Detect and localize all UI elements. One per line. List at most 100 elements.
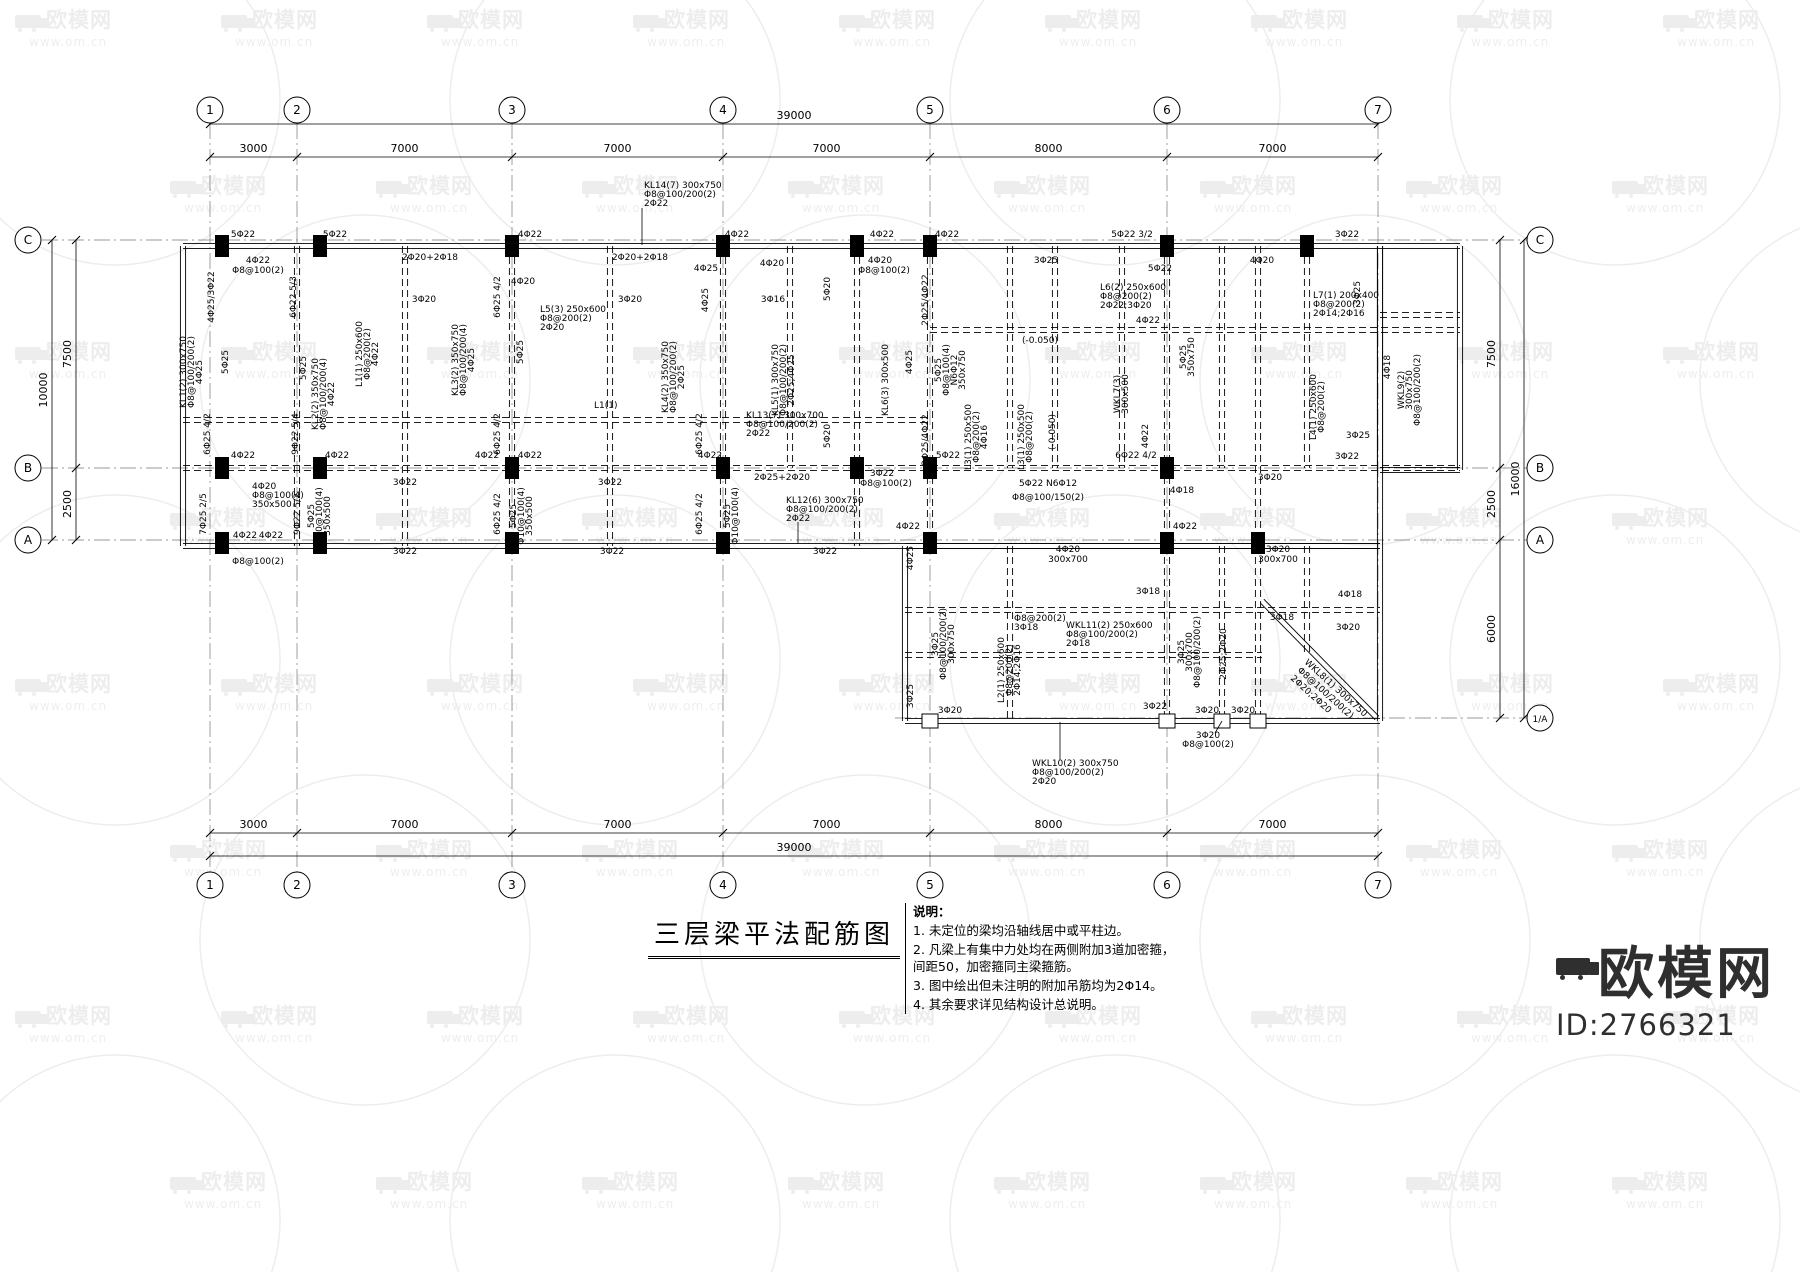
leader-line xyxy=(1214,720,1223,734)
beam-label: KL2(2) 350x750 xyxy=(311,358,321,430)
axis-bubble-label: 4 xyxy=(719,103,727,117)
axis-bubble xyxy=(1364,871,1392,899)
beam-label: 3Φ22 xyxy=(1335,230,1359,240)
axis-bubble-label: A xyxy=(24,533,33,547)
dim-tick xyxy=(1519,235,1529,245)
beam-label: 5Φ20 xyxy=(823,424,833,449)
axis-bubble-label: 3 xyxy=(508,103,516,117)
dim-tick xyxy=(71,235,81,245)
dim-text: 3000 xyxy=(240,818,268,831)
dim-tick xyxy=(1495,535,1505,545)
beam-label: 4Φ22 xyxy=(518,230,542,240)
building-outline xyxy=(179,242,1464,725)
dim-text: 7000 xyxy=(813,142,841,155)
beam-label: 4Φ22 xyxy=(870,230,894,240)
dim-tick xyxy=(1162,828,1172,838)
column-hollow xyxy=(1158,713,1176,729)
beam-label: WKL9(2) xyxy=(1397,371,1407,409)
beam-label: 5Φ25 xyxy=(509,504,519,528)
beam-label: 4Φ16 xyxy=(980,425,990,450)
dim-text: 7000 xyxy=(604,142,632,155)
axis-bubble-label: 1/A xyxy=(1533,715,1549,725)
beam-label: (-0.050) xyxy=(1048,414,1058,450)
beam-label: 4Φ25 xyxy=(467,348,477,372)
beam-label: Φ8@100/200(2) xyxy=(1413,354,1423,426)
beam-label: 5Φ25 xyxy=(307,504,317,528)
beam-label: 4Φ25 xyxy=(905,350,915,374)
beam-label: Φ8@200(2) xyxy=(1005,644,1015,696)
beam-label: Φ8@100/200(2) xyxy=(669,341,679,413)
beam-label: 4Φ20 xyxy=(511,277,536,287)
beam-label: KL4(2) 350x750 xyxy=(661,341,671,413)
axis-bubble xyxy=(283,871,311,899)
beam-label: Φ8@200(2) xyxy=(1317,381,1327,433)
beam-label: L1(1) 250x600 xyxy=(355,321,365,387)
beam-label: 7Φ25 2/5 xyxy=(199,493,209,535)
axis-bubble xyxy=(1526,704,1554,732)
beam-label: 4Φ22 xyxy=(518,451,542,461)
dim-tick xyxy=(1162,152,1172,162)
beam-label: 2Φ25+2Φ20 xyxy=(754,473,810,483)
dim-tick xyxy=(1373,152,1383,162)
beam-label: 300x500 xyxy=(1121,374,1131,414)
axis-bubble-label: A xyxy=(1536,533,1545,547)
beam-label: 3Φ20 xyxy=(412,295,437,305)
beam-label: Φ8@100/200(2) xyxy=(939,608,949,680)
beam-label: 4Φ22 xyxy=(896,522,920,532)
dim-tick xyxy=(1373,828,1383,838)
dim-text: 7000 xyxy=(391,818,419,831)
column xyxy=(923,235,937,257)
beam-label: 5Φ25 xyxy=(221,350,231,374)
axis-bubble-label: B xyxy=(1536,461,1544,475)
beam-label: 4Φ20 xyxy=(760,259,785,269)
dim-text: 39000 xyxy=(777,841,812,854)
beam-label: 5Φ22 xyxy=(323,230,347,240)
dim-tick xyxy=(1495,463,1505,473)
beam-label: Φ8@100/200(2) xyxy=(1032,768,1104,778)
beam-label: 6Φ22 4/2 xyxy=(1115,451,1157,461)
beam-label: N6Φ12 xyxy=(950,355,960,386)
axis-bubble xyxy=(498,871,526,899)
beam-label: 4Φ22 xyxy=(233,531,257,541)
beam-label: 300x750 xyxy=(1405,370,1415,410)
beam-label: 4Φ22 xyxy=(698,451,722,461)
beam-label: 2Φ14;2Φ16 xyxy=(1313,309,1365,319)
beam-label: 2Φ20+2Φ18 xyxy=(612,253,668,263)
notes-heading: 说明： xyxy=(913,904,951,919)
beam-label: 4Φ25 xyxy=(906,546,916,570)
column-hollow xyxy=(1249,713,1267,729)
beam-label: 4Φ20 xyxy=(868,256,893,266)
axis-bubble-label: 7 xyxy=(1374,103,1382,117)
beam-label: Φ8@100/200(4) xyxy=(319,358,329,430)
asset-id: ID:2766321 xyxy=(1556,1007,1736,1042)
axis-bubble xyxy=(1364,96,1392,124)
beam-label: L3(1) 250x500 xyxy=(964,404,974,470)
beam-label: 3Φ22 xyxy=(1143,702,1167,712)
dim-tick xyxy=(718,152,728,162)
beam-line xyxy=(1259,602,1376,721)
brand-logo-text: 欧模网 xyxy=(1556,944,1775,1006)
axis-bubble xyxy=(916,96,944,124)
drawing-title: 三层梁平法配筋图 xyxy=(648,914,901,959)
beam-label: Φ8@200(2) xyxy=(540,314,592,324)
column xyxy=(505,532,519,554)
beam-label: L4(1) 250x600 xyxy=(1309,374,1319,440)
watermark-circle xyxy=(449,494,781,826)
beam-label: 4Φ25 xyxy=(701,288,711,312)
beam-label: 3Φ22 xyxy=(600,547,624,557)
beam-label: 2Φ14;2Φ16 xyxy=(1013,644,1023,696)
beam-label: 9Φ22 5/2 xyxy=(293,493,303,535)
axis-bubble xyxy=(14,226,42,254)
column xyxy=(850,235,864,257)
beam-label: 6Φ25 4/2 xyxy=(695,413,705,455)
dim-text: 3000 xyxy=(240,142,268,155)
axis-bubble xyxy=(1153,871,1181,899)
beam-label: 4Φ22 xyxy=(246,256,270,266)
beam-label: Φ10@100(4) xyxy=(315,487,325,544)
beam-label: 3Φ20 xyxy=(1196,731,1221,741)
beam-label: 2Φ25/4Φ22 xyxy=(921,414,931,466)
axis-bubble xyxy=(14,454,42,482)
beam-label: 2Φ25;4Φ25 xyxy=(787,354,797,406)
